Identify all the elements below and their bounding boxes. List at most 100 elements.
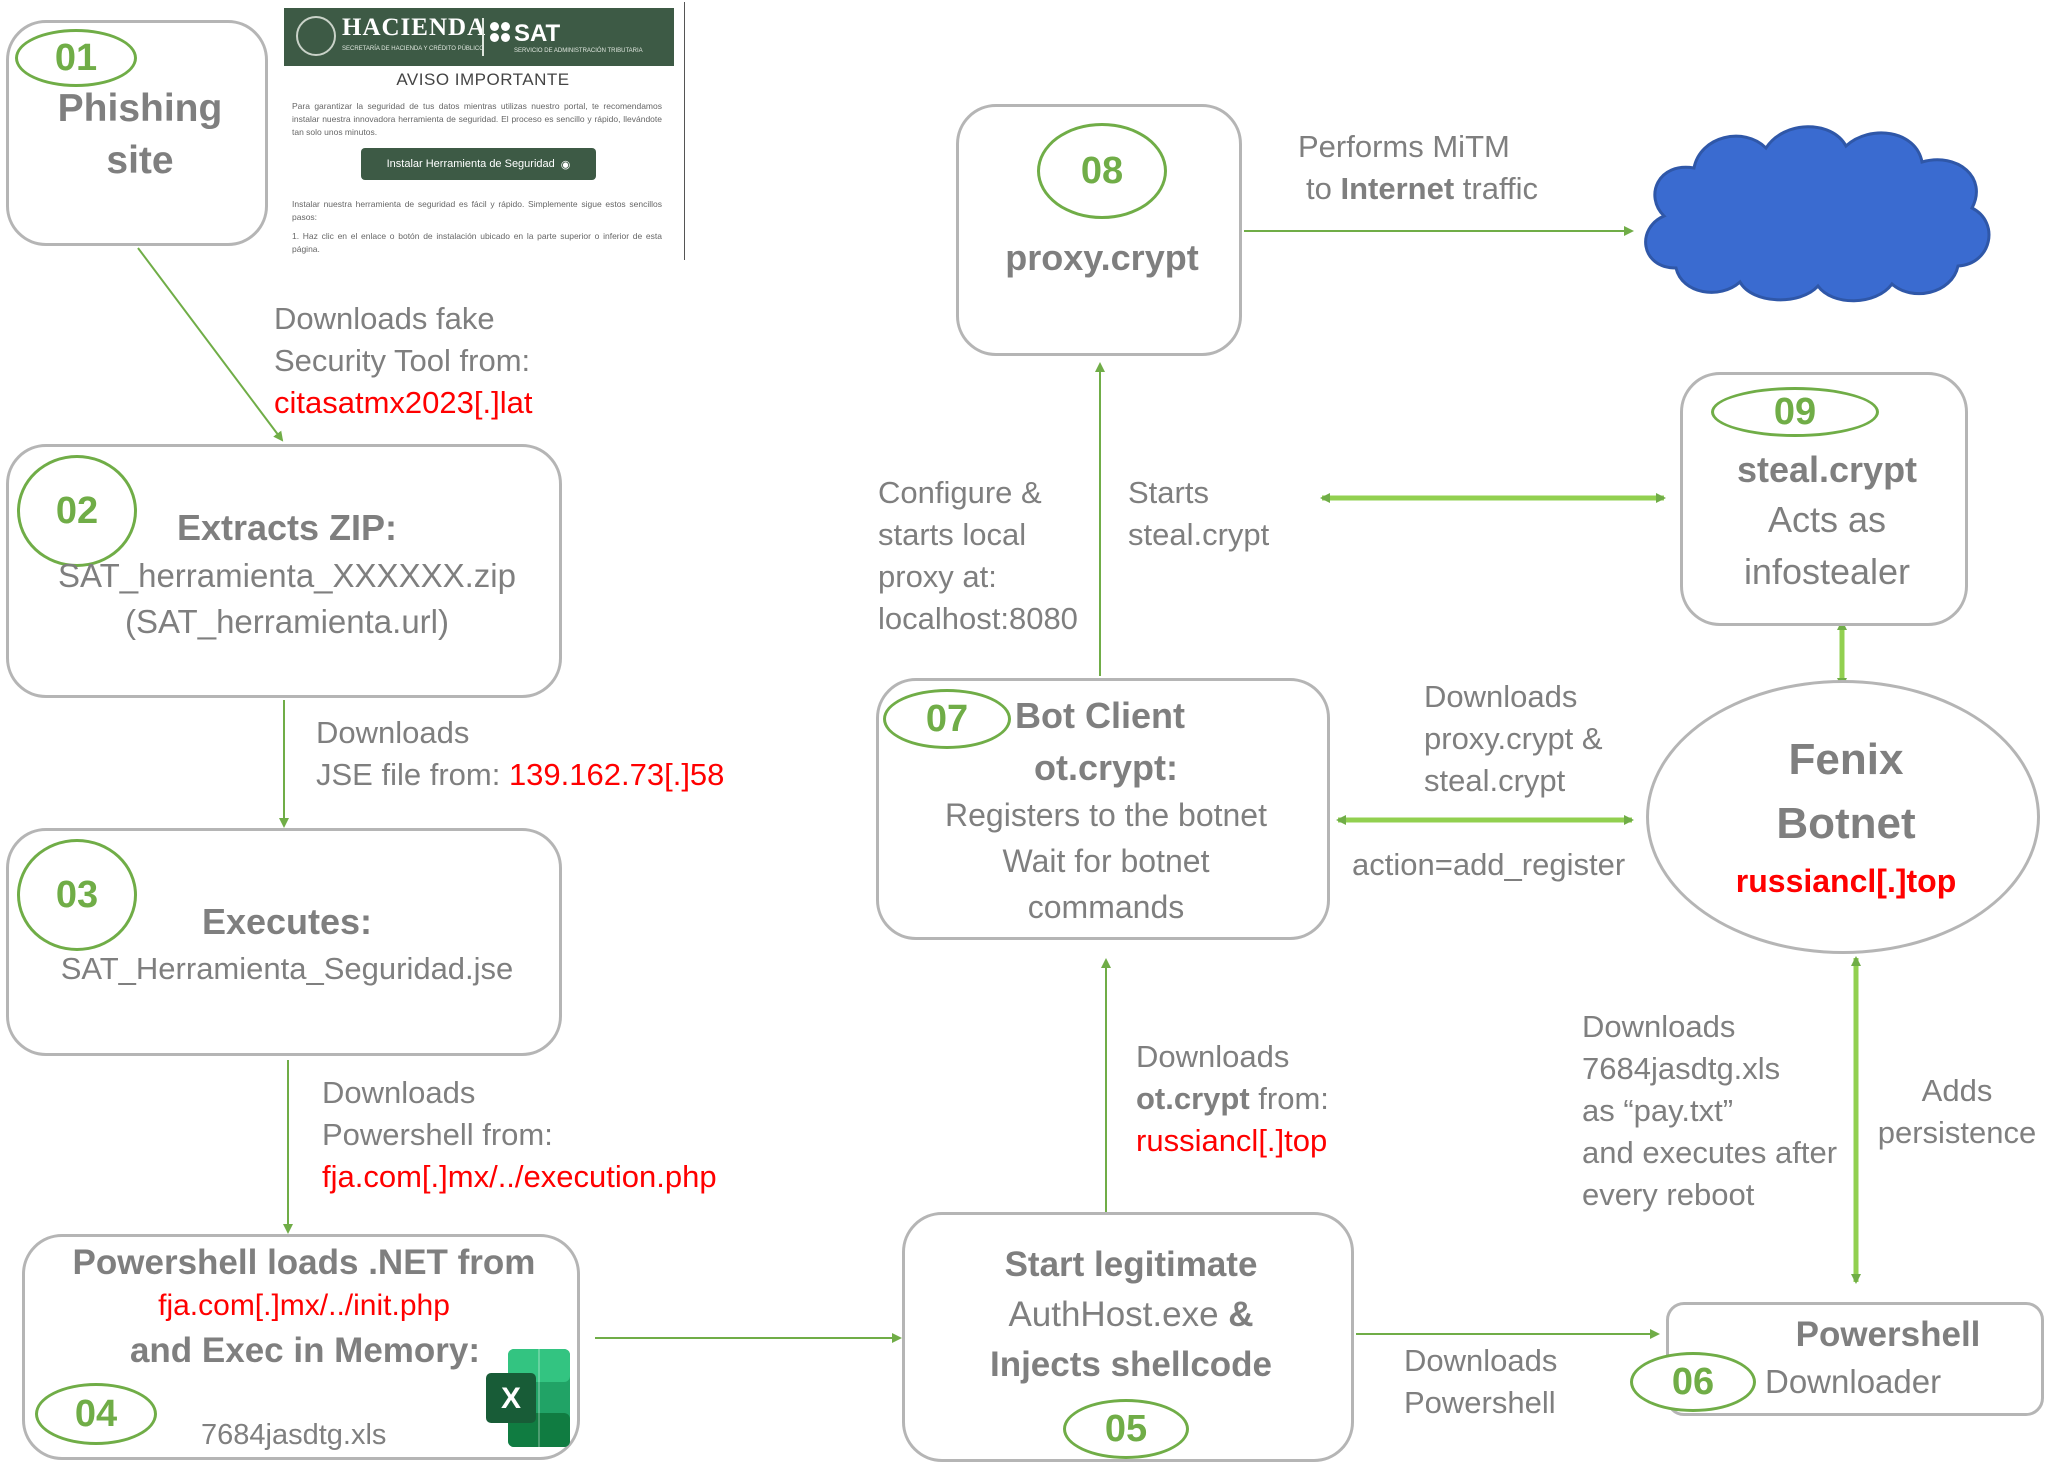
node-07-title1: Bot Client <box>1015 695 1185 736</box>
node-08-title: proxy.crypt <box>1005 237 1199 278</box>
edge-05-file: ot.crypt <box>1136 1081 1250 1116</box>
site-paragraph-3: 1. Haz clic en el enlace o botón de inst… <box>292 231 662 254</box>
node-powershell-loads-net: Powershell loads .NET from fja.com[.]mx/… <box>22 1234 580 1460</box>
node-07-line1: Registers to the botnet <box>945 797 1267 833</box>
node-05-authhost: AuthHost.exe <box>1008 1295 1219 1334</box>
site-sat-sub: SERVICIO DE ADMINISTRACIÓN TRIBUTARIA <box>514 48 643 54</box>
node-07-line3: commands <box>1027 889 1185 925</box>
node-09-line2: infostealer <box>1743 551 1911 592</box>
site-paragraph-2: Instalar nuestra herramienta de segurida… <box>292 199 662 222</box>
node-04-ioc: fja.com[.]mx/../init.php <box>158 1289 450 1322</box>
svg-text:X: X <box>501 1382 521 1415</box>
edge-bot-line3: steal.crypt <box>1424 763 1566 798</box>
edge-bot-action: action=add_register <box>1352 847 1626 882</box>
node-start-authhost: Start legitimate AuthHost.exe & Injects … <box>902 1212 1354 1462</box>
edge-bot-label: Downloads proxy.crypt & steal.crypt <box>1424 676 1603 802</box>
fenix-ioc: russiancl[.]top <box>1735 863 1957 899</box>
edge-mitm-line2: to Internet traffic <box>1298 168 1538 210</box>
edge-persistence-line2: persistence <box>1877 1115 2037 1150</box>
step-badge-09: 09 <box>1711 387 1879 437</box>
site-sat-logo: SAT <box>514 20 561 47</box>
edge-02-text: JSE file from: <box>316 757 509 792</box>
edge-pay-line1: Downloads <box>1582 1009 1736 1044</box>
node-05-amp: & <box>1218 1295 1254 1334</box>
edge-mitm-line1: Performs MiTM <box>1298 129 1510 164</box>
node-02-line2: (SAT_herramienta.url) <box>125 603 449 640</box>
site-brand-sub: SECRETARÍA DE HACIENDA Y CRÉDITO PÚBLICO <box>342 46 484 52</box>
header-divider <box>482 18 484 56</box>
node-03-title: Executes: <box>201 901 373 942</box>
node-02-line1: SAT_herramienta_XXXXXX.zip <box>58 557 516 594</box>
node-09-title: steal.crypt <box>1736 449 1918 490</box>
edge-01-label: Downloads fake Security Tool from: citas… <box>274 298 532 424</box>
edge-02-line1: Downloads <box>316 715 470 750</box>
edge-mitm-traffic: traffic <box>1454 171 1538 206</box>
node-proxy-crypt: 08 proxy.crypt <box>956 104 1242 356</box>
node-01-line2: site <box>106 139 174 182</box>
site-brand: HACIENDA <box>342 14 487 41</box>
edge-bot-line1: Downloads <box>1424 679 1578 714</box>
edge-mitm-to: to <box>1306 171 1341 206</box>
edge-configure-line1: Configure & <box>878 475 1042 510</box>
edge-bot-line2: proxy.crypt & <box>1424 721 1603 756</box>
site-title: AVISO IMPORTANTE <box>396 70 570 89</box>
edge-03-ioc: fja.com[.]mx/../execution.php <box>322 1159 717 1194</box>
edge-configure-line2: starts local <box>878 517 1027 552</box>
edge-06-line2: Powershell <box>1404 1385 1556 1420</box>
step-badge-06: 06 <box>1630 1352 1756 1412</box>
sat-logo-icon <box>490 22 510 44</box>
edge-05-line1: Downloads <box>1136 1039 1290 1074</box>
edge-starts-steal-line1: Starts <box>1128 475 1209 510</box>
node-07-line2: Wait for botnet <box>1002 843 1210 879</box>
edge-configure-label: Configure & starts local proxy at: local… <box>878 472 1078 640</box>
node-02-title: Extracts ZIP: <box>176 507 398 548</box>
install-tool-button[interactable]: Instalar Herramienta de Seguridad ◉ <box>361 148 596 180</box>
node-01-line1: Phishing <box>57 87 223 130</box>
step-badge-04: 04 <box>35 1383 157 1445</box>
edge-pay-line4: and executes after <box>1582 1135 1838 1170</box>
step-badge-03: 03 <box>17 839 137 951</box>
node-07-title2: ot.crypt: <box>1034 747 1178 788</box>
edge-05-ioc: russiancl[.]top <box>1136 1123 1328 1158</box>
edge-03-line1: Downloads <box>322 1075 476 1110</box>
fenix-line2: Botnet <box>1776 799 1916 848</box>
edge-persistence-line1: Adds <box>1921 1073 1993 1108</box>
edge-01-line1: Downloads fake <box>274 301 495 336</box>
node-03-line1: SAT_Herramienta_Seguridad.jse <box>60 951 514 986</box>
shield-icon: ◉ <box>560 158 571 171</box>
edge-configure-line3: proxy at: <box>878 559 997 594</box>
node-fenix-botnet: Fenix Botnet russiancl[.]top <box>1646 680 2040 954</box>
step-badge-02: 02 <box>17 455 137 567</box>
edge-03-line2: Powershell from: <box>322 1117 553 1152</box>
edge-pay-line3: as “pay.txt” <box>1582 1093 1734 1128</box>
fenix-line1: Fenix <box>1788 735 1904 784</box>
node-06-title: Powershell <box>1795 1315 1981 1354</box>
edge-persistence-label: Adds persistence <box>1872 1070 2042 1154</box>
edge-pay-label: Downloads 7684jasdtg.xls as “pay.txt” an… <box>1582 1006 1837 1216</box>
excel-icon: X <box>486 1349 570 1447</box>
node-extracts-zip: 02 Extracts ZIP: SAT_herramienta_XXXXXX.… <box>6 444 562 698</box>
install-tool-button-label: Instalar Herramienta de Seguridad <box>386 158 555 170</box>
node-06-line1: Downloader <box>1765 1363 1942 1400</box>
edge-05-line2: ot.crypt from: <box>1136 1078 1329 1120</box>
edge-01-ioc: citasatmx2023[.]lat <box>274 385 533 420</box>
edge-pay-line5: every reboot <box>1582 1177 1755 1212</box>
edge-06-line1: Downloads <box>1404 1343 1558 1378</box>
internet-cloud-icon <box>1644 125 1991 303</box>
edge-02-line2: JSE file from: 139.162.73[.]58 <box>316 754 724 796</box>
step-badge-07: 07 <box>883 689 1011 749</box>
node-09-line1: Acts as <box>1767 499 1887 540</box>
edge-02-label: Downloads JSE file from: 139.162.73[.]58 <box>316 712 724 796</box>
edge-05-label: Downloads ot.crypt from: russiancl[.]top <box>1136 1036 1329 1162</box>
edge-mitm-label: Performs MiTM to Internet traffic <box>1298 126 1538 210</box>
arrow-01-to-02 <box>137 247 284 442</box>
edge-06-label: Downloads Powershell <box>1404 1340 1557 1424</box>
edge-01-line2: Security Tool from: <box>274 343 531 378</box>
step-badge-05: 05 <box>1063 1399 1189 1459</box>
node-phishing-site: 01 Phishing site <box>6 20 268 246</box>
edge-starts-steal-line2: steal.crypt <box>1128 517 1270 552</box>
edge-03-label: Downloads Powershell from: fja.com[.]mx/… <box>322 1072 717 1198</box>
edge-starts-steal-label: Starts steal.crypt <box>1128 472 1269 556</box>
edge-pay-line2: 7684jasdtg.xls <box>1582 1051 1781 1086</box>
